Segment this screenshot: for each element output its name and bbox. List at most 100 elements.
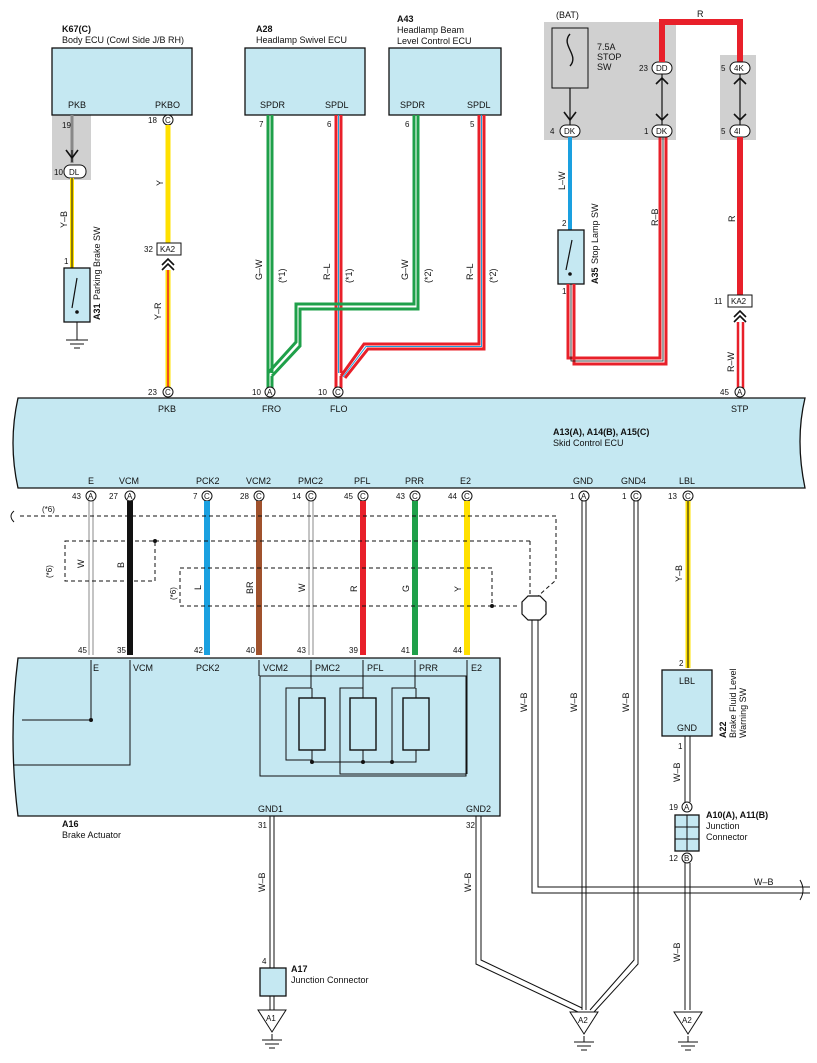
ap-45: 45 [78, 646, 87, 655]
wlabel-y: Y [453, 586, 463, 592]
headlamp-swivel-ecu: A28 Headlamp Swivel ECU SPDR SPDL [244, 24, 366, 116]
a10-name2: Connector [706, 832, 748, 842]
i4-label: 4I [734, 127, 741, 136]
wire-w-b-shield [531, 620, 810, 894]
bc-e2: C [464, 492, 470, 501]
skid-pin-fro: FRO [262, 404, 281, 414]
pin-23-dd: 23 [639, 64, 648, 73]
a28-name: Headlamp Swivel ECU [256, 35, 347, 45]
act-pin-gnd1: GND1 [258, 804, 283, 814]
wlabel-g: G [401, 585, 411, 592]
ap-41: 41 [401, 646, 410, 655]
connector-dl-label: DL [69, 168, 80, 177]
switch-icon-stop [565, 239, 573, 271]
a17-code: A17 [291, 964, 308, 974]
pin-7-a28: 7 [259, 120, 264, 129]
body-ecu: K67(C) Body ECU (Cowl Side J/B RH) PKB P… [51, 24, 193, 116]
pin-45-stp: 45 [720, 388, 729, 397]
note-star6-1: (*6) [42, 505, 55, 514]
shield-wb [64, 540, 156, 582]
bc-e: A [88, 492, 94, 501]
a35-name: Stop Lamp SW [590, 203, 600, 264]
bc-lbl: C [685, 492, 691, 501]
bc-prr: C [412, 492, 418, 501]
ap-42: 42 [194, 646, 203, 655]
ground-icon [66, 339, 88, 349]
sensor-pfl [349, 697, 377, 751]
connector-a10-a [681, 801, 693, 813]
wire-g-w-a28 [266, 115, 274, 373]
pin-6-a28: 6 [327, 120, 332, 129]
bp-e: 43 [72, 492, 81, 501]
fuse-name2: SW [597, 62, 612, 72]
connector-arrow-icon [65, 149, 79, 160]
wlabel-w-1: W [76, 559, 86, 568]
act-pin-prr: PRR [419, 663, 439, 673]
bp-e2: 44 [448, 492, 457, 501]
wire-g-w-a43 [266, 115, 416, 375]
wire-w-b-a11 [684, 863, 691, 1010]
a22-pin-lbl: LBL [679, 676, 695, 686]
k4-label: 4K [734, 64, 744, 73]
wire-label-r-b: R–B [650, 208, 660, 226]
connector-ka2-right [727, 294, 753, 308]
skid-control-ecu: A13(A), A14(B), A15(C) Skid Control ECU [12, 397, 806, 489]
skid-bpin-prr: PRR [405, 476, 425, 486]
ap-44: 44 [453, 646, 462, 655]
conn-c-1: C [165, 116, 171, 125]
fuse-name1: STOP [597, 52, 621, 62]
conn-a-fro-label: A [267, 388, 273, 397]
double-arrow-icon-ka2 [733, 309, 747, 323]
wlabel-w-b-shield: W–B [519, 692, 529, 712]
act-pin-gnd2: GND2 [466, 804, 491, 814]
a28-pin-spdl: SPDL [325, 100, 349, 110]
conn-c-pkb-label: C [165, 388, 171, 397]
conn-flo [332, 386, 344, 398]
skid-pin-stp: STP [731, 404, 749, 414]
ka2-label-left: KA2 [160, 245, 176, 254]
wire-note-star2-a: (*2) [423, 268, 433, 283]
wire-r-top [659, 19, 743, 62]
pin-11-ka2: 11 [714, 297, 723, 306]
wire-label-r-w: R–W [726, 351, 736, 372]
pin-1-a22: 1 [678, 742, 683, 751]
bp-pmc2: 14 [292, 492, 301, 501]
ap-40: 40 [246, 646, 255, 655]
skid-pin-flo: FLO [330, 404, 348, 414]
shield-ground-icon [521, 595, 547, 621]
ap-39: 39 [349, 646, 358, 655]
skid-bpin-gnd: GND [573, 476, 594, 486]
pin-19-a10: 19 [669, 803, 678, 812]
note-star6-2: (*6) [45, 565, 54, 578]
wire-label-y-r: Y–R [153, 302, 163, 320]
pin-31: 31 [258, 821, 267, 830]
skid-bpin-pck2: PCK2 [196, 476, 220, 486]
a43-name1: Headlamp Beam [397, 25, 464, 35]
wire-label-r-l-1: R–L [322, 263, 332, 280]
a10-name1: Junction [706, 821, 740, 831]
skid-bpin-pmc2: PMC2 [298, 476, 323, 486]
pin-19: 19 [62, 121, 71, 130]
wlabel-w-b-gnd2: W–B [463, 872, 473, 892]
pin-label-pkb: PKB [68, 100, 86, 110]
bp-gnd: 1 [570, 492, 575, 501]
dk-label-2: DK [656, 127, 668, 136]
skid-bottom-pins: E VCM PCK2 VCM2 PMC2 PFL PRR E2 GND GND4… [88, 476, 695, 486]
shield-sensors [179, 567, 493, 607]
pin-1-a35: 1 [562, 287, 567, 296]
skid-name: Skid Control ECU [553, 438, 624, 448]
act-pin-vcm2: VCM2 [263, 663, 288, 673]
double-arrow-icon [161, 257, 175, 271]
wire-r-l-a43 [339, 115, 481, 377]
pin-23-skid: 23 [148, 388, 157, 397]
wire-note-star1-a: (*1) [277, 268, 287, 283]
arrow-icon-fuse [563, 111, 577, 122]
wlabel-br: BR [245, 581, 255, 594]
wire-r-w [736, 322, 745, 388]
pin-10-flo: 10 [318, 388, 327, 397]
skid-bpin-e: E [88, 476, 94, 486]
actuator-wires [88, 501, 470, 655]
pin-2-a35: 2 [562, 219, 567, 228]
body-ecu-name: Body ECU (Cowl Side J/B RH) [62, 35, 184, 45]
